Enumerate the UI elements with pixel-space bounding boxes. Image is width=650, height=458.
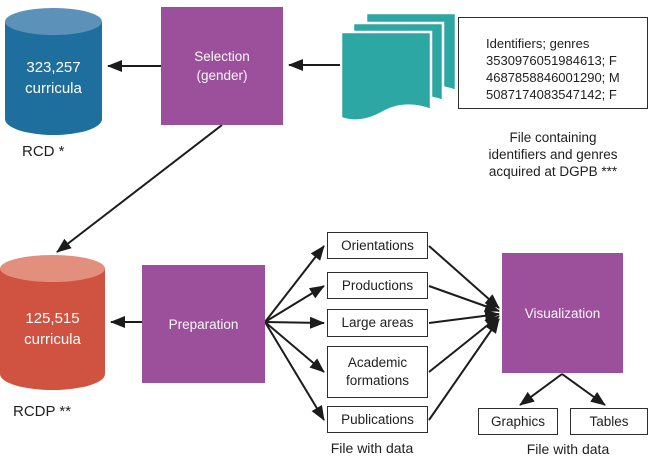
data-box-label: Orientations [341,237,414,253]
arrow-preparation-to-productions [264,285,325,323]
data-box-productions: Productions [327,272,428,299]
document-page-front [340,30,433,122]
identifiers-file-caption: File containing identifiers and genres a… [488,130,618,179]
arrow-selection-to-rcdp [56,124,223,253]
data-box-large-areas: Large areas [327,309,428,337]
data-box-orientations: Orientations [327,232,428,259]
data-boxes-caption: File with data [330,440,414,456]
data-box-label: Large areas [341,315,414,330]
rcdp-caption: RCDP ** [13,403,72,420]
data-box-label: Publications [341,411,414,427]
genre-documents-icon [340,12,458,122]
output-boxes-caption: File with data [526,441,610,457]
arrow-preparation-to-academic-formations [264,321,325,373]
preparation-step-label: Preparation [168,316,239,332]
data-box-academic-formations: Academic formations [327,346,428,398]
rcd-count-label: 323,257 curricula [25,58,82,97]
arrow-large-areas-to-visualization [428,309,500,324]
output-box-tables: Tables [570,408,648,435]
rcdp-database-cylinder: 125,515 curricula [0,255,105,390]
visualization-step-box: Visualization [502,253,623,373]
data-box-publications: Publications [327,406,428,433]
cylinder-body [0,268,105,390]
selection-step-label: Selection (gender) [194,49,250,83]
output-box-label: Tables [589,413,629,429]
arrow-publications-to-visualization [428,318,500,421]
arrow-orientations-to-visualization [428,245,500,309]
arrow-visualization-to-tables [561,373,606,406]
arrow-productions-to-visualization [428,285,500,312]
cylinder-top-ellipse [5,8,102,35]
arrow-preparation-to-large-areas [264,316,325,329]
rcd-database-cylinder: 323,257 curricula [5,8,102,135]
cylinder-body [5,21,102,135]
arrow-academic-formations-to-visualization [428,315,500,373]
output-box-label: Graphics [490,413,546,429]
arrow-preparation-to-orientations [264,245,325,323]
arrow-preparation-to-publications [264,321,325,421]
identifiers-file-content: Identifiers; genres 3530976051984613; F … [486,36,620,102]
cylinder-top-ellipse [0,255,105,282]
identifiers-file-box: Identifiers; genres 3530976051984613; F … [458,17,648,109]
rcd-caption: RCD * [22,143,65,160]
rcdp-count-label: 125,515 curricula [24,309,81,348]
selection-step-box: Selection (gender) [161,7,283,125]
visualization-step-label: Visualization [524,305,601,321]
data-box-label: Productions [341,277,414,293]
preparation-step-box: Preparation [142,265,265,383]
output-box-graphics: Graphics [478,408,558,435]
arrow-visualization-to-graphics [519,373,563,406]
data-box-label: Academic formations [345,355,410,388]
